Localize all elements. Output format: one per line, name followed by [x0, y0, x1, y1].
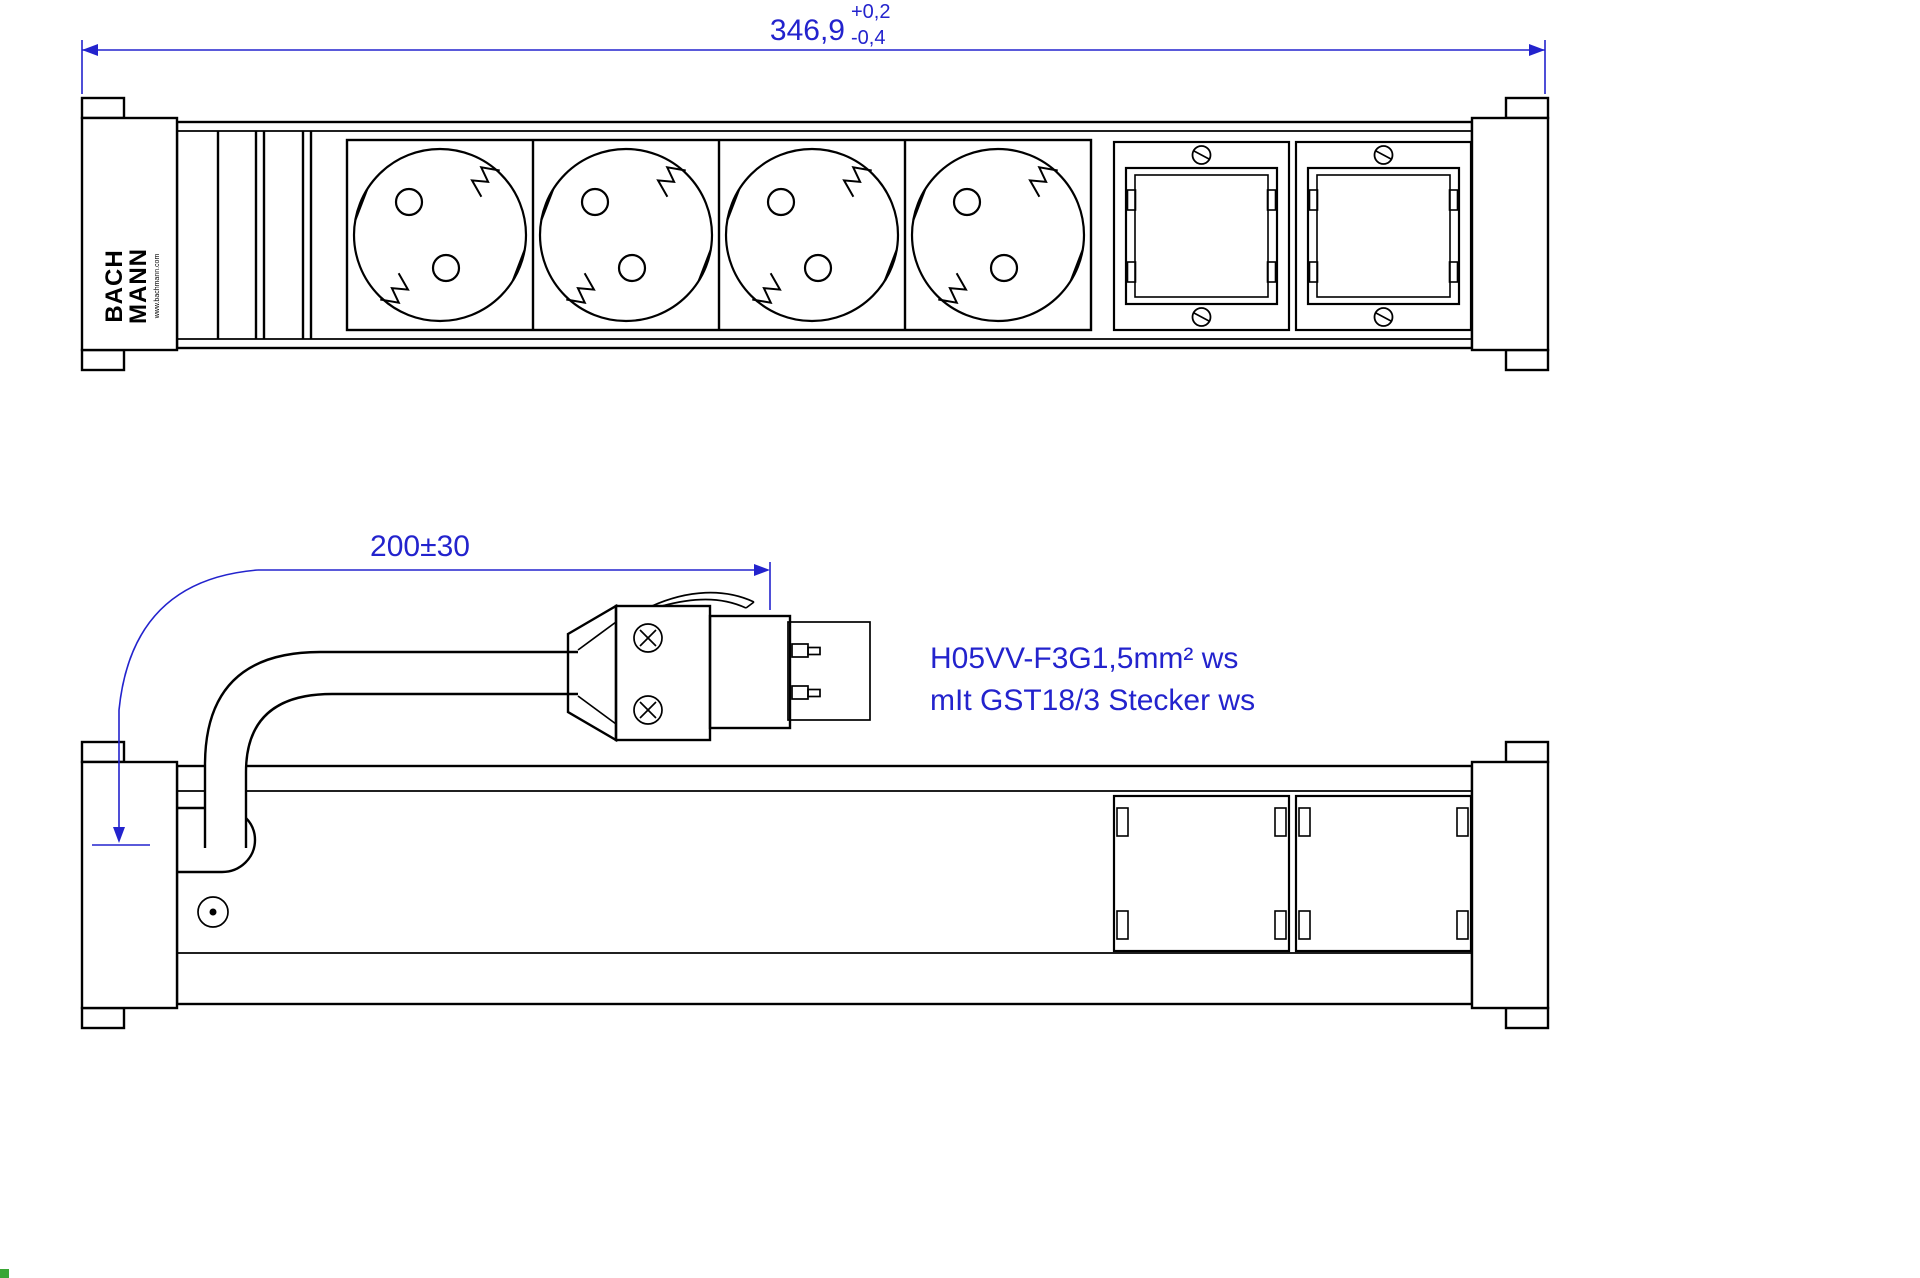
front-view: BACH MANN www.bachmann.com	[80, 96, 1550, 372]
module-slot-2	[1294, 140, 1473, 332]
cable-edge	[244, 692, 578, 848]
cable-spec-note: H05VV-F3G1,5mm² ws mIt GST18/3 Stecker w…	[930, 642, 1255, 717]
contact-pin	[791, 643, 821, 658]
module-slot-1	[1112, 140, 1291, 332]
arrowhead-icon	[754, 564, 770, 576]
mounting-tab	[80, 348, 126, 372]
boot-rib	[577, 695, 617, 725]
module-cutout-1	[1112, 794, 1291, 953]
dimension-total-value: 346,9	[770, 14, 845, 47]
brand-url: www.bachmann.com	[154, 254, 161, 320]
left-end-cap	[80, 760, 179, 1010]
dimension-tolerance-plus: +0,2	[851, 1, 890, 23]
cable-edge	[203, 650, 578, 848]
contact-housing	[787, 621, 871, 721]
plug-front-section	[708, 614, 792, 730]
corner-mark	[0, 1269, 9, 1278]
brand-line1: BACH	[101, 249, 128, 322]
arrowhead-icon	[1529, 44, 1545, 56]
contact-pin	[791, 685, 821, 700]
plug-screw	[633, 623, 663, 653]
plug-body	[614, 604, 712, 742]
left-end-cap	[80, 116, 179, 352]
mounting-tab	[80, 1006, 126, 1030]
cable-spec-line1: H05VV-F3G1,5mm² ws	[930, 642, 1238, 675]
boot-rib	[577, 621, 617, 651]
screw-hole	[197, 896, 229, 928]
socket-4	[910, 147, 1086, 323]
screw-hole-center	[209, 908, 217, 916]
right-end-cap	[1470, 116, 1550, 352]
mounting-tab	[1504, 348, 1550, 372]
dimension-tolerance-minus: -0,4	[851, 27, 885, 49]
arrowhead-icon	[82, 44, 98, 56]
latch-lever	[651, 591, 755, 607]
screw-hole-outline	[197, 896, 229, 928]
right-end-cap	[1470, 760, 1550, 1010]
module-cutout-2	[1294, 794, 1473, 953]
socket-3	[724, 147, 900, 323]
dimension-leader-arc	[118, 569, 259, 830]
bottom-view	[80, 740, 1550, 1030]
gst18-plug	[566, 591, 871, 743]
plug-screw	[633, 695, 663, 725]
cable-spec-line2: mIt GST18/3 Stecker ws	[930, 684, 1255, 717]
dimension-total-width: 346,9 +0,2 -0,4	[81, 1, 1546, 94]
arrowhead-icon	[113, 827, 125, 843]
dimension-cable-length: 200±30	[92, 530, 771, 846]
mounting-tab	[80, 96, 126, 120]
mounting-tab	[1504, 96, 1550, 120]
latch-lever-tip	[745, 601, 755, 609]
cable-body	[205, 652, 578, 848]
brand-logo: BACH MANN www.bachmann.com	[101, 248, 161, 324]
mounting-tab	[1504, 1006, 1550, 1030]
mounting-tab	[80, 740, 126, 764]
mounting-tab	[1504, 740, 1550, 764]
housing-profile	[175, 764, 1474, 1006]
brand-line2: MANN	[125, 248, 152, 324]
socket-2	[538, 147, 714, 323]
socket-1	[352, 147, 528, 323]
dimension-cable-value: 200±30	[370, 530, 470, 563]
power-cable	[203, 650, 578, 848]
latch-lever	[661, 598, 747, 609]
